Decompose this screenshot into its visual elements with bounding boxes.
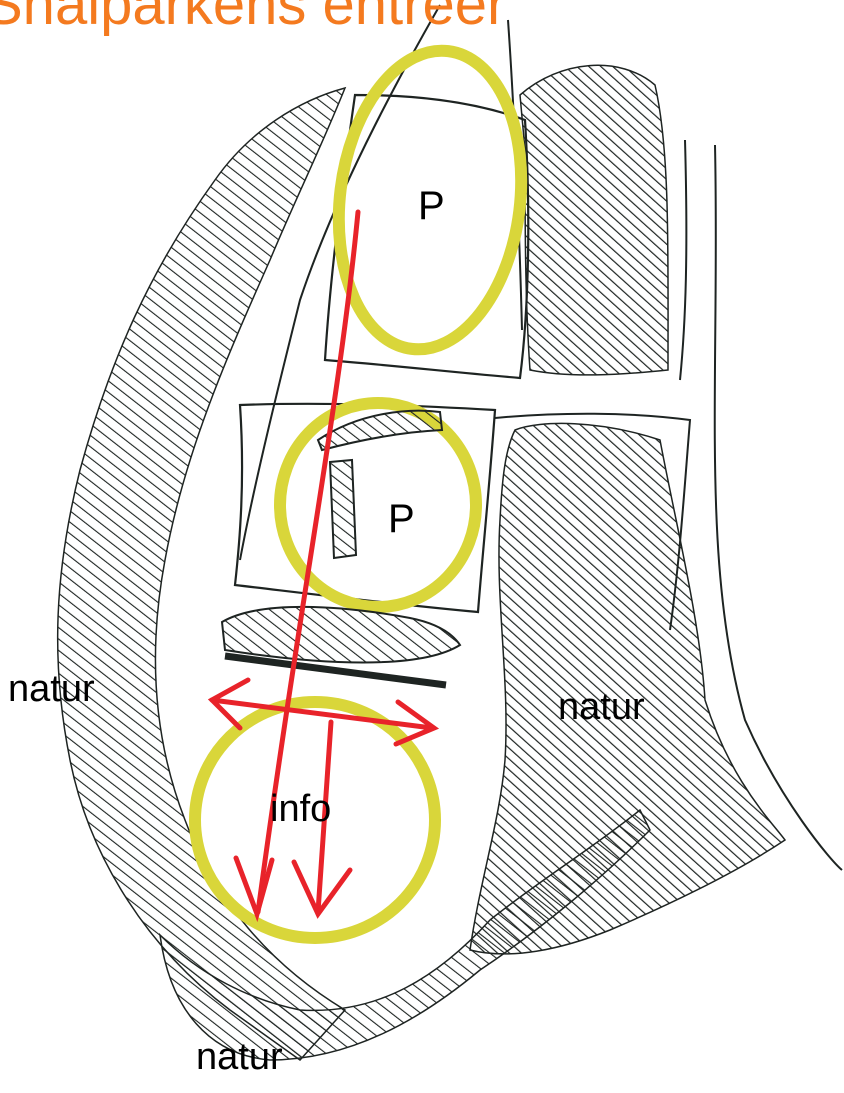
parking-label-middle: P (388, 499, 415, 539)
nature-area-top-right (520, 65, 668, 375)
hatched-bar-vertical (330, 460, 356, 558)
parking-label-top: P (418, 186, 445, 226)
nature-label-right: natur (558, 688, 645, 726)
hatched-hedge (222, 607, 460, 663)
road-line-right (680, 140, 686, 380)
road-line-far-right (715, 145, 842, 870)
nature-label-left: natur (8, 670, 95, 708)
nature-label-bottom: natur (196, 1038, 283, 1076)
info-label: info (270, 790, 331, 828)
page-title: Snaiparkens entreer (0, 0, 506, 40)
